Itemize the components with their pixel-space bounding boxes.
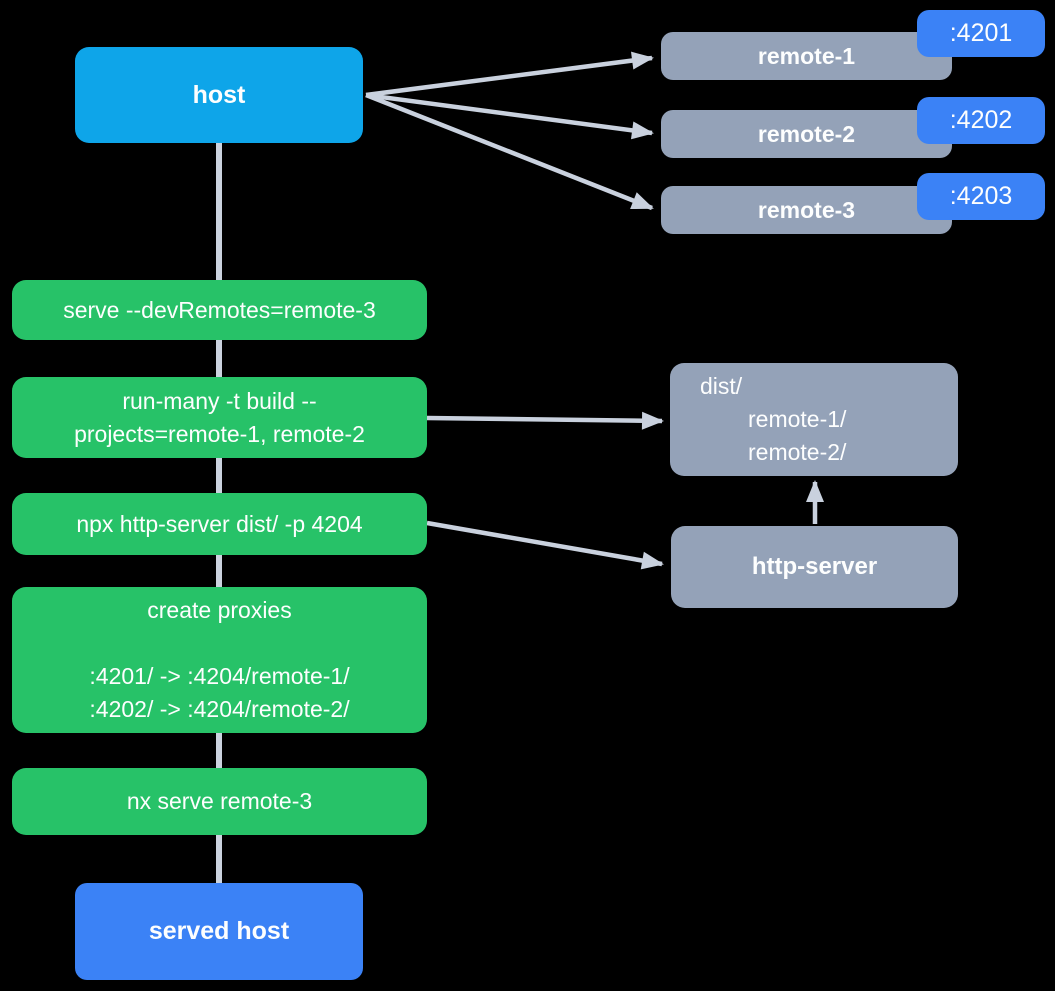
step-build-text-line-2: projects=remote-1, remote-2: [74, 420, 365, 447]
step-proxies-title: create proxies: [147, 597, 292, 623]
remote-3-label: remote-3: [757, 196, 856, 223]
host-label: host: [192, 80, 246, 109]
step-http-text: npx http-server dist/ -p 4204: [76, 510, 363, 537]
step-nxserve-text: nx serve remote-3: [126, 788, 313, 814]
step-proxies-rule-1: :4201/ -> :4204/remote-1/: [89, 663, 350, 689]
step-create-proxies: create proxies :4201/ -> :4204/remote-1/…: [12, 587, 427, 733]
port-badge-4201: :4201: [917, 10, 1045, 57]
step-build-text-line-1: run-many -t build --: [122, 387, 317, 414]
step-serve-text: serve --devRemotes=remote-3: [63, 296, 376, 323]
remote-3-node: remote-3: [661, 186, 952, 234]
served-host-node: served host: [75, 883, 363, 980]
remote-1-node: remote-1: [661, 32, 952, 80]
dist-root-label: dist/: [700, 373, 743, 399]
port-4202-label: :4202: [949, 106, 1013, 134]
http-server-label: http-server: [751, 553, 878, 580]
served-host-label: served host: [148, 917, 290, 945]
arrow-http-cmd-to-http-server: [426, 520, 664, 570]
dist-remote-2-label: remote-2/: [748, 439, 847, 465]
arrow-build-to-dist: [426, 411, 664, 430]
port-badge-4203: :4203: [917, 173, 1045, 220]
dist-folder-node: dist/ remote-1/ remote-2/: [670, 363, 958, 476]
host-node: host: [75, 47, 363, 143]
step-serve-dev-remotes: serve --devRemotes=remote-3: [12, 280, 427, 340]
step-nx-serve-remote-3: nx serve remote-3: [12, 768, 427, 835]
remote-2-label: remote-2: [757, 120, 856, 147]
step-proxies-rule-2: :4202/ -> :4204/remote-2/: [89, 696, 350, 722]
step-http-server-command: npx http-server dist/ -p 4204: [12, 493, 427, 555]
remote-2-node: remote-2: [661, 110, 952, 158]
port-4201-label: :4201: [949, 19, 1013, 47]
arrow-host-to-remote-1: [365, 51, 654, 98]
remote-1-label: remote-1: [757, 42, 856, 69]
arrow-host-to-remote-3: [365, 92, 654, 211]
dist-remote-1-label: remote-1/: [748, 406, 847, 432]
http-server-node: http-server: [671, 526, 958, 608]
port-badge-4202: :4202: [917, 97, 1045, 144]
step-build-remotes: run-many -t build -- projects=remote-1, …: [12, 377, 427, 458]
port-4203-label: :4203: [949, 182, 1013, 210]
arrow-host-to-remote-2: [365, 92, 654, 140]
